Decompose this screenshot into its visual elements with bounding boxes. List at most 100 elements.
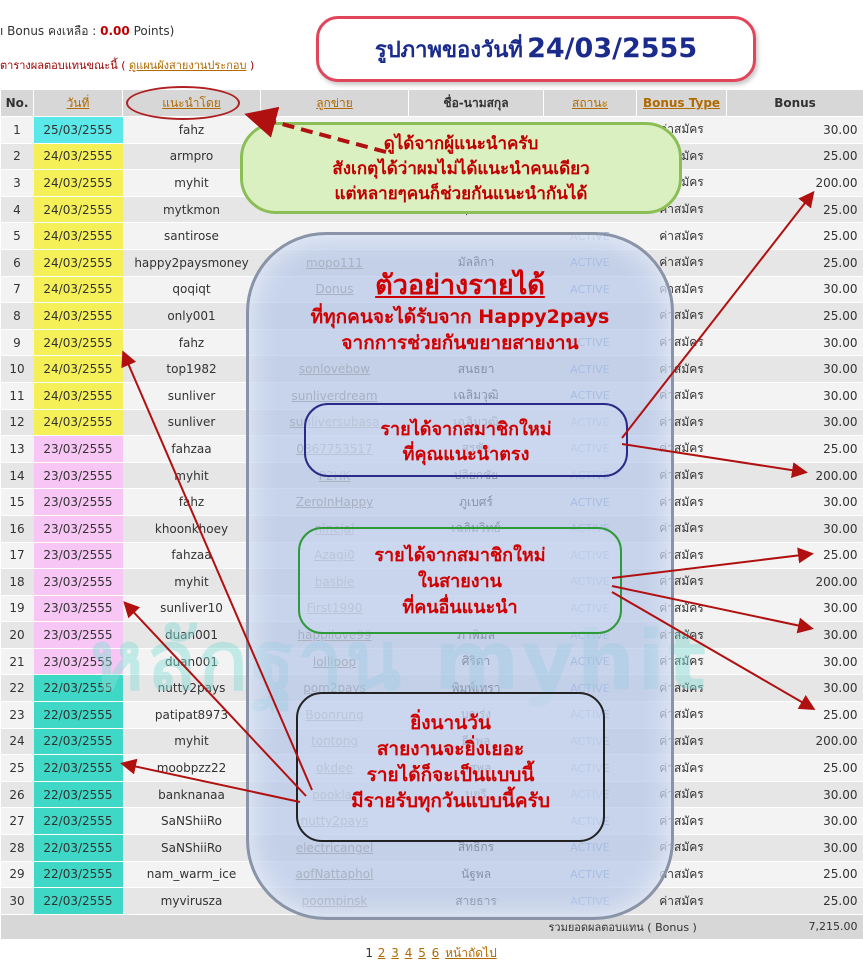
row-no: 24 <box>1 728 34 755</box>
row-bonus: 200.00 <box>727 569 863 596</box>
row-bonus: 25.00 <box>727 436 863 463</box>
page-current: 1 <box>365 946 373 960</box>
page-link[interactable]: 5 <box>418 946 426 960</box>
daily-income-callout: ยิ่งนานวัน สายงานจะยิ่งเยอะ รายได้ก็จะเป… <box>296 692 605 842</box>
row-no: 19 <box>1 595 34 622</box>
row-referred-by: SaNShiiRo <box>123 808 261 835</box>
row-referred-by: fahzaa <box>123 542 261 569</box>
callout-line: รายได้จากสมาชิกใหม่ <box>306 417 626 442</box>
row-no: 5 <box>1 223 34 250</box>
row-bonus: 30.00 <box>727 675 863 702</box>
row-bonus: 30.00 <box>727 622 863 649</box>
row-date: 22/03/2555 <box>34 781 123 808</box>
col-bonus: Bonus <box>727 90 863 117</box>
row-date: 22/03/2555 <box>34 755 123 782</box>
row-no: 27 <box>1 808 34 835</box>
row-bonus: 30.00 <box>727 781 863 808</box>
points-label: ı Bonus คงเหลือ : <box>0 24 100 38</box>
row-no: 13 <box>1 436 34 463</box>
col-status[interactable]: สถานะ <box>544 90 637 117</box>
row-bonus: 30.00 <box>727 329 863 356</box>
row-referred-by: nam_warm_ice <box>123 861 261 888</box>
view-tree-link[interactable]: ดูแผนผังสายงานประกอบ <box>129 59 246 72</box>
row-bonus: 30.00 <box>727 276 863 303</box>
row-no: 20 <box>1 622 34 649</box>
row-bonus-type: ค่าสมัคร <box>637 223 727 250</box>
row-referred-by: sunliver <box>123 409 261 436</box>
callout-line: สายงานจะยิ่งเยอะ <box>298 736 603 762</box>
row-date: 24/03/2555 <box>34 249 123 276</box>
col-member[interactable]: ลูกข่าย <box>261 90 409 117</box>
row-bonus: 25.00 <box>727 143 863 170</box>
row-no: 2 <box>1 143 34 170</box>
headline-line: จากการช่วยกันขยายสายงาน <box>250 330 670 356</box>
row-referred-by: fahz <box>123 329 261 356</box>
row-date: 22/03/2555 <box>34 835 123 862</box>
row-date: 24/03/2555 <box>34 143 123 170</box>
next-page-link[interactable]: หน้าถัดไป <box>445 946 497 960</box>
row-no: 16 <box>1 515 34 542</box>
row-referred-by: only001 <box>123 303 261 330</box>
callout-line: ที่คุณแนะนำตรง <box>306 442 626 467</box>
row-date: 23/03/2555 <box>34 489 123 516</box>
row-no: 29 <box>1 861 34 888</box>
row-bonus: 200.00 <box>727 462 863 489</box>
row-bonus: 30.00 <box>727 356 863 383</box>
row-date: 23/03/2555 <box>34 462 123 489</box>
income-example-headline: ตัวอย่างรายได้ ที่ทุกคนจะได้รับจาก Happy… <box>250 268 670 356</box>
row-bonus: 30.00 <box>727 808 863 835</box>
photo-date-banner: รูปภาพของวันที่ 24/03/2555 <box>316 16 756 82</box>
row-referred-by: myhit <box>123 462 261 489</box>
row-referred-by: santirose <box>123 223 261 250</box>
row-date: 24/03/2555 <box>34 356 123 383</box>
row-no: 18 <box>1 569 34 596</box>
note-line: แต่หลายๆคนก็ช่วยกันแนะนำกันได้ <box>243 182 679 207</box>
note-line: สังเกตุได้ว่าผมไม่ได้แนะนำคนเดียว <box>243 157 679 182</box>
row-referred-by: myvirusza <box>123 888 261 915</box>
row-date: 23/03/2555 <box>34 542 123 569</box>
row-referred-by: khoonkhoey <box>123 515 261 542</box>
row-no: 1 <box>1 117 34 144</box>
subtitle-text: ตารางผลตอบแทนขณะนี้ ( <box>0 59 129 72</box>
row-date: 24/03/2555 <box>34 196 123 223</box>
row-referred-by: SaNShiiRo <box>123 835 261 862</box>
row-bonus: 25.00 <box>727 542 863 569</box>
row-date: 22/03/2555 <box>34 888 123 915</box>
row-no: 3 <box>1 170 34 197</box>
callout-line: ที่คนอื่นแนะนำ <box>300 595 620 621</box>
page-link[interactable]: 2 <box>378 946 386 960</box>
row-referred-by: top1982 <box>123 356 261 383</box>
page-link[interactable]: 6 <box>432 946 440 960</box>
callout-line: รายได้จากสมาชิกใหม่ <box>300 543 620 569</box>
total-label: รวมยอดผลตอบแทน ( Bonus ) <box>637 914 727 939</box>
row-bonus: 25.00 <box>727 223 863 250</box>
direct-referral-callout: รายได้จากสมาชิกใหม่ ที่คุณแนะนำตรง <box>304 403 628 477</box>
points-balance: ı Bonus คงเหลือ : 0.00 Points) <box>0 22 174 41</box>
col-date[interactable]: วันที่ <box>34 90 123 117</box>
row-date: 25/03/2555 <box>34 117 123 144</box>
downline-referral-callout: รายได้จากสมาชิกใหม่ ในสายงาน ที่คนอื่นแน… <box>298 527 622 634</box>
row-bonus: 30.00 <box>727 117 863 144</box>
row-referred-by: myhit <box>123 569 261 596</box>
row-bonus: 200.00 <box>727 170 863 197</box>
row-no: 14 <box>1 462 34 489</box>
page-link[interactable]: 3 <box>391 946 399 960</box>
row-no: 26 <box>1 781 34 808</box>
row-referred-by: myhit <box>123 728 261 755</box>
col-bonus-type[interactable]: Bonus Type <box>637 90 727 117</box>
row-bonus: 200.00 <box>727 728 863 755</box>
row-bonus: 30.00 <box>727 515 863 542</box>
row-bonus: 30.00 <box>727 595 863 622</box>
row-date: 24/03/2555 <box>34 382 123 409</box>
col-fullname: ชื่อ-นามสกุล <box>409 90 544 117</box>
row-no: 4 <box>1 196 34 223</box>
row-referred-by: fahzaa <box>123 436 261 463</box>
row-date: 24/03/2555 <box>34 170 123 197</box>
row-bonus: 25.00 <box>727 861 863 888</box>
row-date: 24/03/2555 <box>34 303 123 330</box>
row-bonus: 30.00 <box>727 648 863 675</box>
row-bonus: 30.00 <box>727 409 863 436</box>
page-link[interactable]: 4 <box>405 946 413 960</box>
row-bonus: 30.00 <box>727 835 863 862</box>
callout-line: รายได้ก็จะเป็นแบบนี้ <box>298 762 603 788</box>
